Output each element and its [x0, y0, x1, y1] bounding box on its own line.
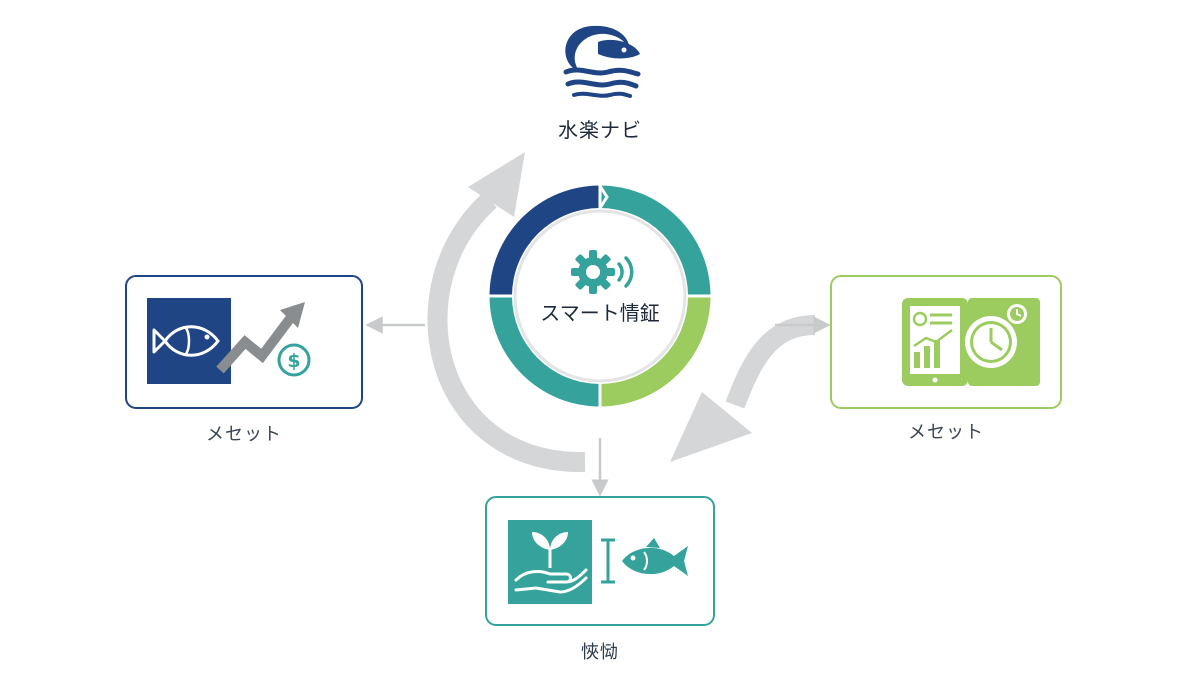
bottom-node-label: 悏恸 [581, 642, 619, 663]
gear-signal-icon [571, 250, 634, 294]
dollar-coin-icon: $ [277, 343, 311, 377]
cycle-arrow-right [670, 315, 816, 462]
wave-fish-logo-icon [563, 25, 641, 98]
seedling-hand-icon [508, 520, 592, 604]
fish-icon [147, 298, 231, 384]
right-node-label: メセット [908, 422, 984, 443]
tablet-chart-icon [902, 298, 968, 386]
fish-measure-icon [601, 538, 688, 584]
center-title: スマート情鉦 [540, 301, 660, 325]
brand-name: 水楽ナビ [558, 118, 642, 142]
center-ring [486, 182, 714, 410]
svg-text:$: $ [287, 350, 300, 372]
trend-up-arrow-icon [216, 302, 305, 374]
left-node-label: メセット [206, 424, 282, 445]
clock-icon [965, 298, 1040, 386]
cycle-arrow-left [427, 152, 586, 473]
